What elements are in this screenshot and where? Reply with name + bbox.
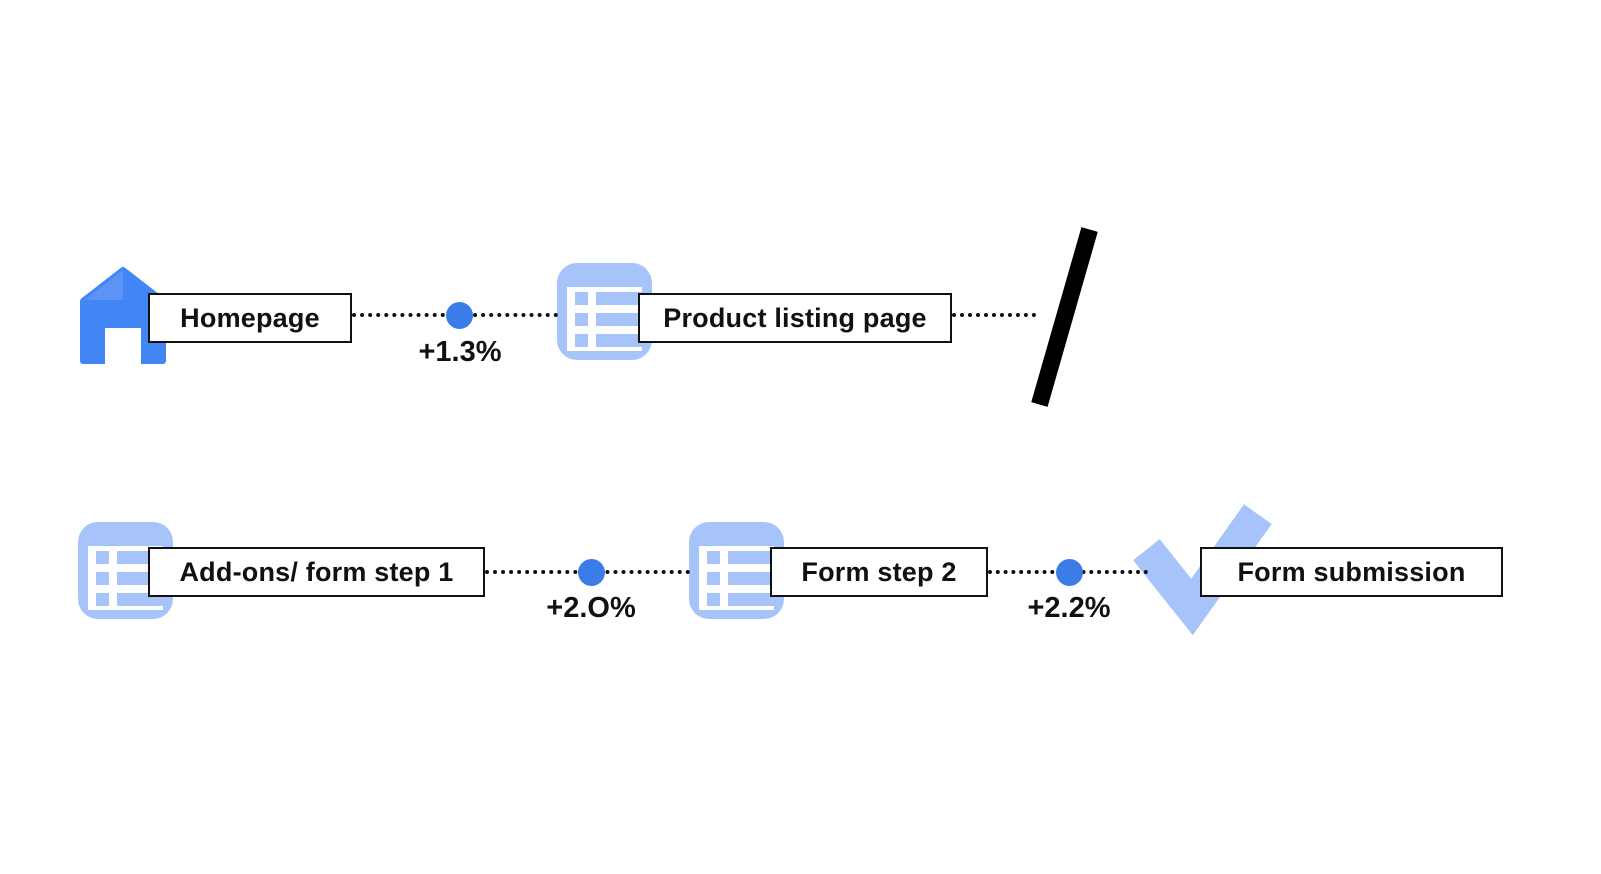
step-label-addons: Add-ons/ form step 1 [179, 556, 454, 587]
conversion-dot [446, 302, 473, 329]
conversion-dot [578, 559, 605, 586]
step-box-product-listing: Product listing page [638, 293, 952, 343]
step-box-addons: Add-ons/ form step 1 [148, 547, 485, 597]
step-label-form-step-2: Form step 2 [801, 556, 957, 587]
step-label-product-listing: Product listing page [663, 302, 927, 333]
step-label-form-submission: Form submission [1237, 556, 1466, 587]
list-icon [689, 522, 784, 619]
list-icon-panel [699, 546, 774, 610]
step-label-homepage: Homepage [180, 302, 320, 333]
step-box-form-submission: Form submission [1200, 547, 1503, 597]
step-box-homepage: Homepage [148, 293, 352, 343]
list-icon [557, 263, 652, 360]
break-slash [1031, 227, 1098, 407]
list-icon-panel [567, 287, 642, 351]
dotted-connector [952, 313, 1036, 317]
conversion-delta-label: +2.2% [1027, 592, 1111, 624]
conversion-dot [1056, 559, 1083, 586]
home-icon [80, 267, 166, 364]
conversion-delta-label: +2.O% [546, 592, 636, 624]
step-box-form-step-2: Form step 2 [770, 547, 988, 597]
conversion-delta-label: +1.3% [418, 336, 502, 368]
